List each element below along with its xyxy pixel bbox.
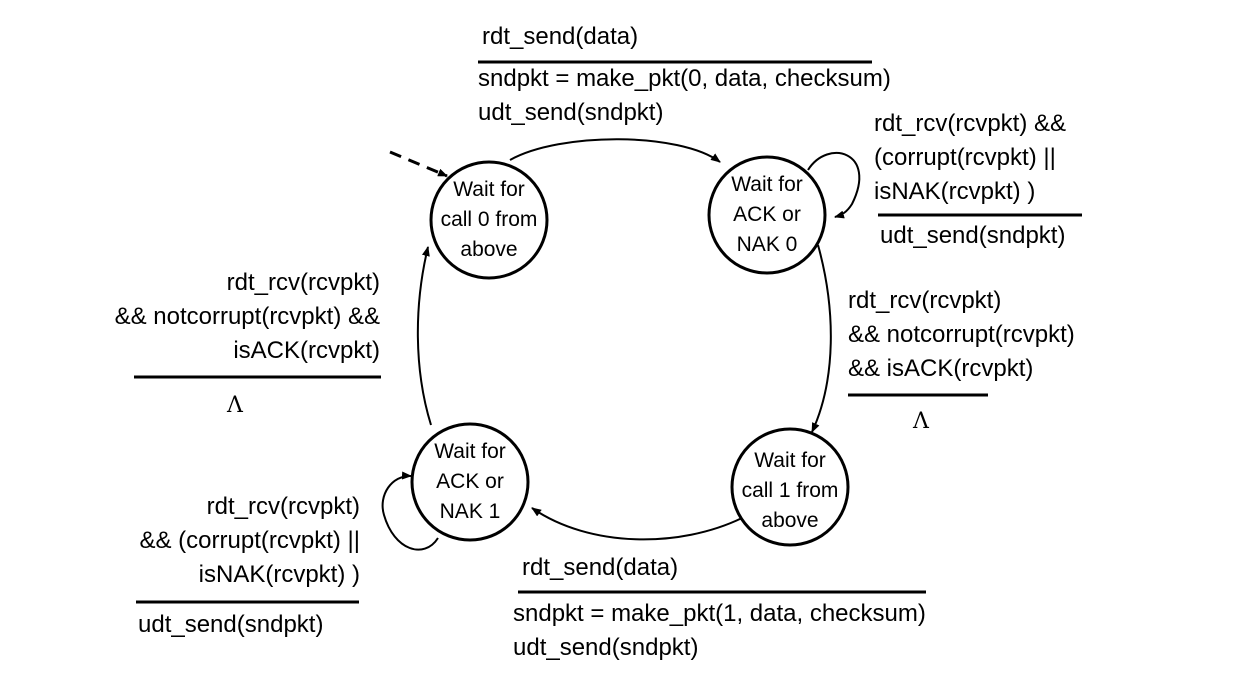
state-line: above bbox=[761, 509, 819, 532]
event-line: && notcorrupt(rcvpkt) bbox=[848, 321, 1075, 348]
transition-ack1-lambda: Λ bbox=[227, 393, 243, 418]
state-line: call 1 from bbox=[741, 479, 839, 502]
event-line: rdt_rcv(rcvpkt) bbox=[848, 287, 1002, 314]
state-line: call 0 from bbox=[440, 208, 538, 231]
self-loop-ack1 bbox=[381, 471, 439, 551]
state-line: ACK or bbox=[436, 470, 504, 493]
transition-ack0-lambda: Λ bbox=[913, 409, 929, 434]
action-line: udt_send(sndpkt) bbox=[478, 99, 664, 126]
state-line: ACK or bbox=[733, 203, 801, 226]
transition-resend0-event: rdt_rcv(rcvpkt) && (corrupt(rcvpkt) || i… bbox=[874, 107, 1066, 209]
state-line: NAK 1 bbox=[439, 500, 501, 523]
state-line: Wait for bbox=[754, 449, 826, 472]
state-line: NAK 0 bbox=[736, 233, 798, 256]
event-line: isNAK(rcvpkt) ) bbox=[874, 178, 1036, 205]
state-wait-ack1: Wait for ACK or NAK 1 bbox=[412, 437, 528, 527]
event-line: && isACK(rcvpkt) bbox=[848, 355, 1034, 382]
transition-resend1-event: rdt_rcv(rcvpkt) && (corrupt(rcvpkt) || i… bbox=[20, 490, 361, 592]
state-line: Wait for bbox=[434, 440, 506, 463]
state-circle-wait-call1 bbox=[730, 427, 850, 547]
edge-ack0 bbox=[811, 244, 832, 433]
event-line: rdt_send(data) bbox=[482, 23, 639, 50]
transition-send0-actions: sndpkt = make_pkt(0, data, checksum) udt… bbox=[478, 62, 891, 130]
event-line: (corrupt(rcvpkt) || bbox=[874, 144, 1056, 171]
edge-ack1 bbox=[416, 246, 432, 426]
edge-send1 bbox=[531, 507, 743, 541]
event-line: rdt_rcv(rcvpkt) && bbox=[874, 110, 1067, 137]
event-line: && notcorrupt(rcvpkt) && bbox=[114, 303, 380, 330]
event-line: isNAK(rcvpkt) ) bbox=[198, 561, 360, 588]
state-wait-call0: Wait for call 0 from above bbox=[431, 175, 547, 265]
transition-send0-event: rdt_send(data) bbox=[482, 20, 638, 54]
action-line: udt_send(sndpkt) bbox=[880, 222, 1066, 249]
transition-ack0-event: rdt_rcv(rcvpkt) && notcorrupt(rcvpkt) &&… bbox=[848, 284, 1075, 386]
self-loop-ack0 bbox=[807, 152, 861, 219]
transition-resend1-actions: udt_send(sndpkt) bbox=[138, 608, 323, 642]
transition-send1-event: rdt_send(data) bbox=[522, 551, 678, 585]
state-line: Wait for bbox=[453, 178, 525, 201]
event-line: rdt_send(data) bbox=[522, 554, 679, 581]
action-line: sndpkt = make_pkt(1, data, checksum) bbox=[513, 600, 926, 627]
transition-ack1-event: rdt_rcv(rcvpkt) && notcorrupt(rcvpkt) &&… bbox=[40, 266, 380, 368]
action-line: udt_send(sndpkt) bbox=[138, 611, 324, 638]
transition-resend0-actions: udt_send(sndpkt) bbox=[880, 219, 1065, 253]
event-line: rdt_rcv(rcvpkt) bbox=[226, 269, 380, 296]
initial-state-arrow bbox=[389, 150, 448, 178]
state-wait-ack0: Wait for ACK or NAK 0 bbox=[709, 170, 825, 260]
action-line: sndpkt = make_pkt(0, data, checksum) bbox=[478, 65, 891, 92]
action-line: udt_send(sndpkt) bbox=[513, 634, 699, 661]
state-circle-wait-ack1 bbox=[410, 422, 530, 542]
state-wait-call1: Wait for call 1 from above bbox=[732, 446, 848, 536]
edge-send0 bbox=[509, 138, 721, 163]
transition-send1-actions: sndpkt = make_pkt(1, data, checksum) udt… bbox=[513, 597, 926, 665]
state-line: Wait for bbox=[731, 173, 803, 196]
state-line: above bbox=[460, 238, 518, 261]
event-line: rdt_rcv(rcvpkt) bbox=[206, 493, 360, 520]
state-circle-wait-call0 bbox=[429, 160, 549, 280]
state-circle-wait-ack0 bbox=[707, 155, 827, 275]
event-line: && (corrupt(rcvpkt) || bbox=[139, 527, 361, 554]
event-line: isACK(rcvpkt) bbox=[233, 337, 380, 364]
